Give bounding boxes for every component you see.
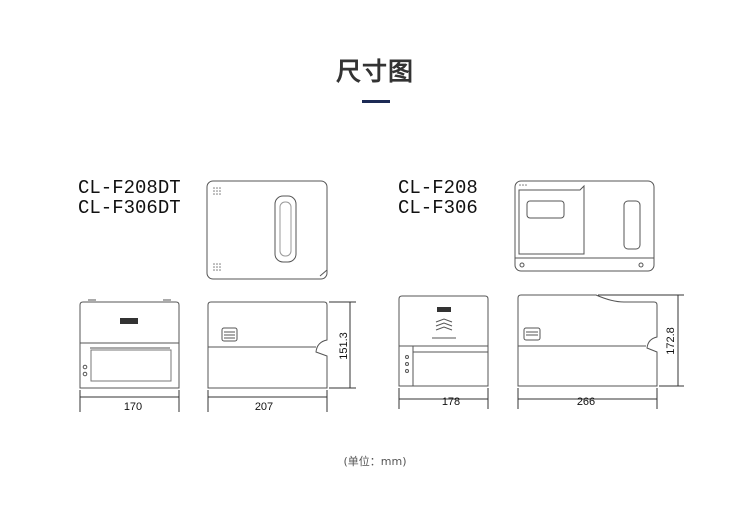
right-printer-side-view [517, 294, 658, 387]
left-printer-top-view [206, 180, 328, 280]
left-depth-dimension [207, 390, 328, 412]
model-label-cl-f306: CL-F306 [398, 197, 478, 219]
left-top-dot-grid-upper [213, 187, 221, 195]
model-label-cl-f208dt: CL-F208DT [78, 177, 181, 199]
title-underline [362, 100, 390, 103]
left-printer-front-view [79, 299, 180, 389]
unit-note: (单位：mm) [343, 455, 407, 468]
model-label-cl-f208: CL-F208 [398, 177, 478, 199]
left-front-brand-badge [120, 318, 138, 324]
right-height-value: 172.8 [665, 327, 677, 355]
left-top-dot-grid-lower [213, 263, 221, 271]
model-label-cl-f306dt: CL-F306DT [78, 197, 181, 219]
right-printer-top-view [514, 180, 655, 272]
left-height-value: 151.3 [338, 332, 350, 360]
right-width-value: 178 [442, 396, 460, 408]
left-printer-side-view [207, 301, 328, 389]
page-title: 尺寸图 [335, 57, 414, 86]
right-height-dimension [598, 294, 684, 387]
right-front-brand-badge [437, 307, 451, 312]
left-width-dimension [79, 390, 180, 412]
left-depth-value: 207 [255, 401, 273, 413]
right-depth-dimension [517, 388, 658, 409]
left-width-value: 170 [124, 401, 142, 413]
right-width-dimension [398, 388, 489, 409]
right-printer-front-view [398, 295, 489, 387]
right-depth-value: 266 [577, 396, 595, 408]
left-height-dimension [329, 301, 356, 389]
